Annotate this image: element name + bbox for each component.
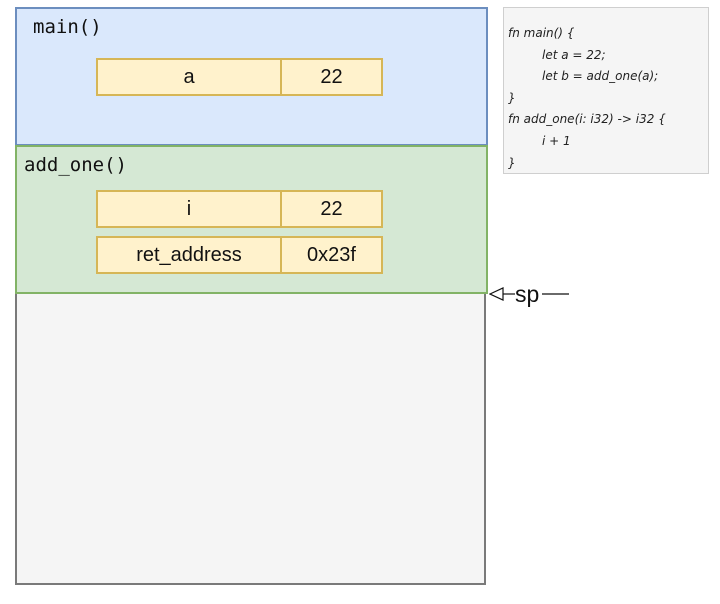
add-one-frame-title: add_one() — [24, 154, 127, 176]
code-line: let a = 22; — [542, 47, 606, 62]
main-frame-title: main() — [33, 16, 102, 38]
code-line: } — [508, 90, 516, 105]
code-snippet-box: fn main() { let a = 22; let b = add_one(… — [503, 7, 709, 174]
var-a-value-cell: 22 — [280, 58, 383, 96]
stack-pointer-arrow-icon — [489, 287, 569, 301]
ret-address-name-cell: ret_address — [96, 236, 282, 274]
code-line: } — [508, 155, 516, 170]
stack-pointer-marker: sp — [489, 280, 579, 310]
code-line: fn main() { — [508, 26, 575, 40]
ret-address-value-cell: 0x23f — [280, 236, 383, 274]
var-a-name-cell: a — [96, 58, 282, 96]
var-i-name-cell: i — [96, 190, 282, 228]
code-line: i + 1 — [542, 133, 571, 148]
var-i-value-cell: 22 — [280, 190, 383, 228]
code-line: fn add_one(i: i32) -> i32 { — [508, 112, 666, 127]
code-line: let b = add_one(a); — [542, 69, 659, 84]
stack-pointer-label: sp — [515, 281, 540, 307]
